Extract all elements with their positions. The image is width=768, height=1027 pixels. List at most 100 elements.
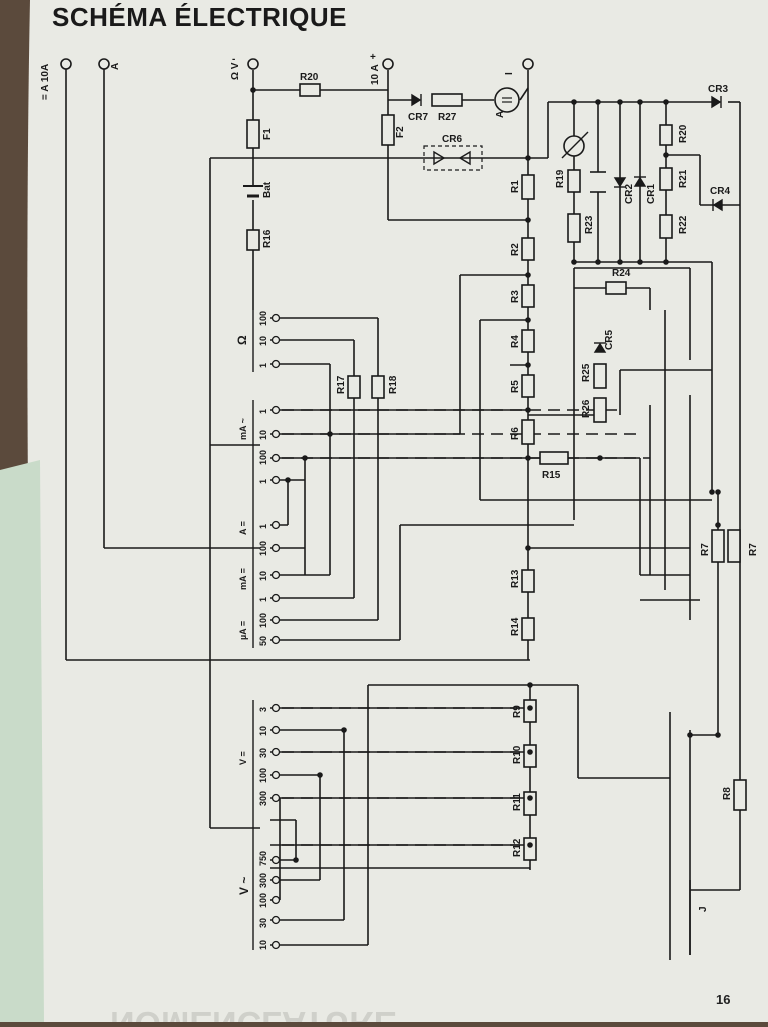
range-ma-dc-100: 100	[258, 541, 268, 556]
label-r15: R15	[542, 470, 561, 481]
range-label-a-dc: A =	[238, 521, 248, 535]
label-r21: R21	[678, 169, 689, 188]
diode-cr4	[712, 198, 723, 212]
label-r2: R2	[510, 243, 521, 256]
resistor-r7b	[727, 529, 741, 563]
label-terminal-plus: +	[370, 52, 376, 63]
diode-cr2	[613, 177, 627, 188]
meter-movement	[494, 87, 520, 113]
paper-sheet	[27, 0, 768, 1022]
range-ua-dc-50: 50	[258, 636, 268, 646]
label-terminal-a-10a: = A 10A	[40, 64, 51, 100]
potentiometer-r24	[605, 281, 627, 295]
resistor-r3	[521, 284, 535, 308]
label-cr2: CR2	[624, 184, 635, 204]
label-r22: R22	[678, 215, 689, 234]
resistors	[246, 83, 747, 861]
terminal-i	[522, 58, 534, 70]
label-terminal-a: A	[110, 63, 121, 70]
range-label-ua-dc: µA =	[238, 621, 248, 640]
label-cr7: CR7	[408, 112, 428, 123]
range-ohm-1: 1	[258, 363, 268, 368]
label-r27: R27	[438, 112, 457, 123]
component-labels: = A 10A A - Ω V + 10 A I R20 CR7 R27 CR6…	[40, 52, 759, 912]
fuse-f1	[246, 119, 260, 149]
label-terminal-i: I	[504, 72, 515, 75]
label-terminal-minus: -	[232, 54, 235, 65]
label-terminal-ohm-v: Ω V	[230, 62, 241, 80]
terminals	[60, 58, 534, 70]
resistor-r23	[567, 213, 581, 243]
label-cr6: CR6	[442, 134, 462, 145]
range-ohm-100: 100	[258, 311, 268, 326]
cr6-enclosure	[423, 145, 483, 171]
resistor-r13	[521, 569, 535, 593]
label-r6: R6	[510, 427, 521, 440]
range-ua-dc-100: 100	[258, 613, 268, 628]
resistor-r2	[521, 237, 535, 261]
label-r19: R19	[555, 169, 566, 188]
capacitor	[590, 171, 606, 193]
range-ma-ac-10: 10	[258, 430, 268, 440]
diode-cr6	[433, 150, 471, 166]
range-v-ac-100: 100	[258, 893, 268, 908]
resistor-r5	[521, 374, 535, 398]
range-ohm-10: 10	[258, 336, 268, 346]
resistor-r6	[521, 419, 535, 445]
terminal-a-10a	[60, 58, 72, 70]
label-r9: R9	[512, 705, 523, 718]
diode-cr7	[411, 93, 422, 107]
range-ma-ac-1: 1	[258, 409, 268, 414]
resistor-r14	[521, 617, 535, 641]
label-r12: R12	[512, 838, 523, 857]
range-label-ohm: Ω	[235, 335, 249, 345]
label-r1: R1	[510, 180, 521, 193]
resistor-r26	[593, 397, 607, 423]
diode-cr5	[593, 342, 607, 353]
resistor-r8	[733, 779, 747, 811]
range-v-dc-300: 300	[258, 791, 268, 806]
resistor-r15	[539, 451, 569, 465]
battery-symbol	[243, 185, 263, 198]
label-switch-j: J	[698, 906, 709, 912]
range-v-ac-750: 750	[258, 851, 268, 866]
label-r17: R17	[336, 375, 347, 394]
resistor-r22	[659, 214, 673, 239]
label-r13: R13	[510, 569, 521, 588]
label-r10: R10	[512, 745, 523, 764]
resistor-r10	[523, 744, 537, 768]
label-cr3: CR3	[708, 84, 728, 95]
resistor-r11	[523, 791, 537, 816]
label-r23: R23	[584, 215, 595, 234]
range-ma-dc-10: 10	[258, 571, 268, 581]
range-labels: Ω 100 10 1 mA ~ 1 10 100 A = 1 1 mA = 10…	[235, 311, 268, 950]
label-r3: R3	[510, 290, 521, 303]
page-number: 16	[716, 992, 731, 1007]
label-r11: R11	[512, 793, 523, 811]
label-r20b: R20	[678, 124, 689, 143]
label-r14: R14	[510, 617, 521, 636]
diode-cr3	[711, 95, 722, 109]
label-cr1: CR1	[646, 184, 657, 204]
resistor-r25	[593, 363, 607, 389]
page-edge	[0, 460, 44, 1022]
label-r4: R4	[510, 335, 521, 348]
resistor-r21	[659, 167, 673, 191]
switch-contact-bars	[640, 310, 700, 960]
resistor-r1	[521, 174, 535, 200]
label-terminal-10a: 10 A	[370, 64, 381, 85]
mirrored-background-text: NOMENCLATURE	[110, 1004, 396, 1022]
label-cr4: CR4	[710, 186, 730, 197]
diode-cr1	[633, 176, 647, 187]
range-ma-ac-100: 100	[258, 450, 268, 465]
range-label-v-dc: V =	[238, 751, 248, 765]
range-a-dc-1b: 1	[258, 524, 268, 529]
resistor-r12	[523, 837, 537, 861]
resistor-r4	[521, 329, 535, 353]
label-r25: R25	[581, 363, 592, 382]
label-bat: Bat	[262, 181, 273, 198]
range-v-dc-30: 30	[258, 748, 268, 758]
resistor-r9	[523, 699, 537, 723]
